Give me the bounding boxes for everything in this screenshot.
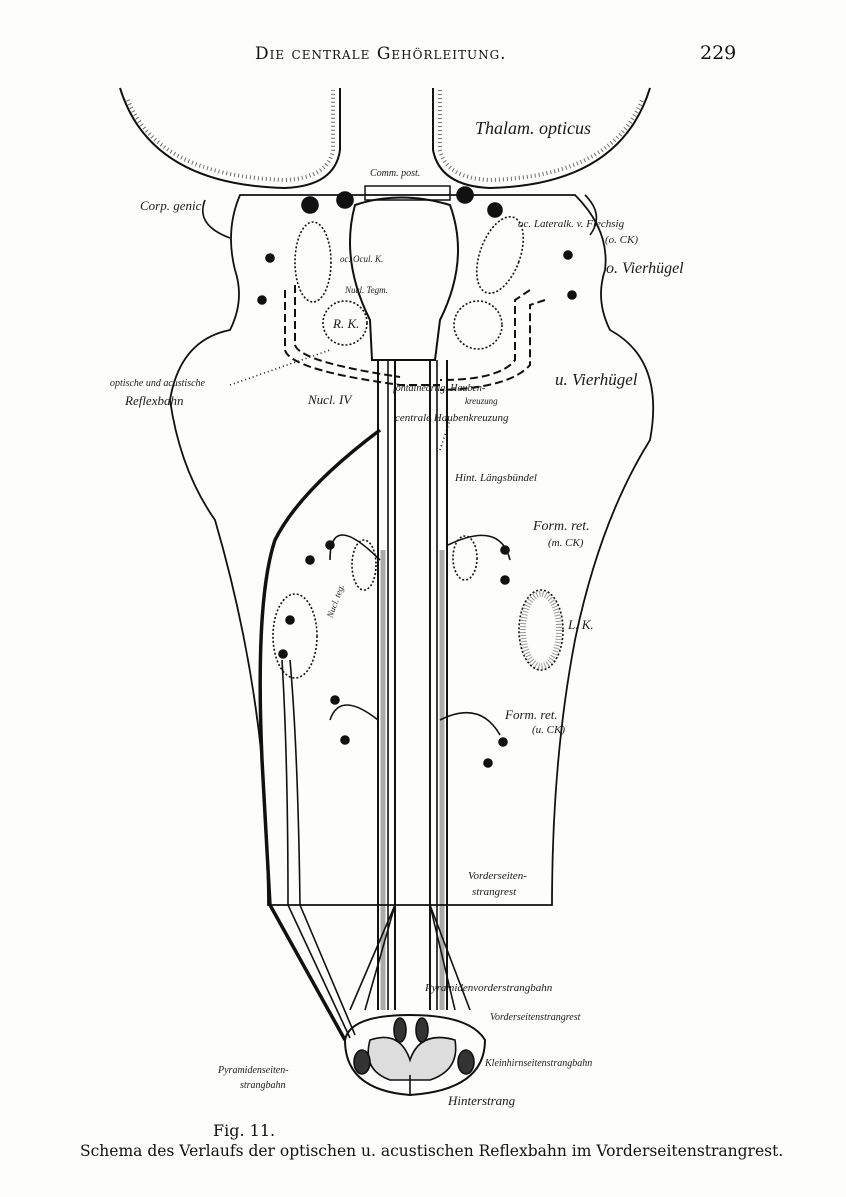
brainstem-outline xyxy=(169,194,655,906)
label-anterolateral-rest-1: Vorderseiten- xyxy=(468,870,527,882)
label-comm-post: Comm. post. xyxy=(370,168,421,179)
label-lower-colliculus: u. Vierhügel xyxy=(555,370,638,389)
label-pyramidal-lateral-2: strangbahn xyxy=(240,1080,286,1091)
label-fountain-decussation-1: fontaineartig. Hauben- xyxy=(393,383,486,394)
page-number: 229 xyxy=(700,42,737,64)
label-fountain-decussation-2: kreuzung xyxy=(465,396,498,406)
label-anterolateral-rest-2: strangrest xyxy=(472,886,517,898)
label-posterior-column: Hinterstrang xyxy=(448,1093,516,1108)
thalamus-right-hatch xyxy=(438,90,644,183)
red-nucleus xyxy=(322,300,368,346)
label-upper-colliculus: o. Vierhügel xyxy=(606,260,684,277)
label-cerebellar-lateral: Kleinhirnseitenstrangbahn xyxy=(485,1058,593,1069)
label-thalamus: Thalam. opticus xyxy=(475,118,592,138)
label-reflex-path-1: optische und acustische xyxy=(110,378,205,389)
label-post-long-bundle: Hint. Längsbündel xyxy=(455,472,537,484)
label-reflex-path-2: Reflexbahn xyxy=(125,393,184,408)
label-pyramidal-anterior: Pyramidenvorderstrangbahn xyxy=(425,982,553,994)
thalamus-left-hatch xyxy=(126,90,335,183)
label-ocul-nucleus: oc. Ocul. K. xyxy=(340,254,384,264)
thalamus-right xyxy=(432,87,651,190)
label-lk: L. K. xyxy=(568,617,594,632)
label-nucl-tegm: Nucl. Tegm. xyxy=(345,285,388,295)
label-corp-genic: Corp. genic. xyxy=(140,198,205,213)
label-form-ret-lower-sub: (u. CK) xyxy=(532,724,565,736)
label-central-decussation: centrale Haubenkreuzung xyxy=(395,412,509,424)
figure-number: Fig. 11. xyxy=(213,1121,276,1140)
lk-nucleus xyxy=(518,589,564,671)
figure-caption: Schema des Verlaufs der optischen u. acu… xyxy=(80,1142,784,1160)
running-title: Die centrale Gehörleitung. xyxy=(255,44,507,64)
label-form-ret-upper: Form. ret. xyxy=(533,519,590,534)
label-anterolateral-rest-cord: Vorderseitenstrangrest xyxy=(490,1012,581,1023)
spinal-cord-section xyxy=(343,1013,487,1097)
label-lateral-nucleus: oc. Lateralk. v. Flechsig xyxy=(518,218,625,230)
central-tracts xyxy=(349,360,471,1011)
thalamus-left xyxy=(119,87,341,190)
label-form-ret-lower: Form. ret. xyxy=(505,707,558,722)
label-nucl-iv: Nucl. IV xyxy=(308,392,352,407)
label-lateral-nucleus-sub: (o. CK) xyxy=(605,234,638,246)
label-pyramidal-lateral-1: Pyramidenseiten- xyxy=(218,1065,289,1076)
label-form-ret-upper-sub: (m. CK) xyxy=(548,537,584,549)
label-red-nucleus: R. K. xyxy=(333,316,360,331)
